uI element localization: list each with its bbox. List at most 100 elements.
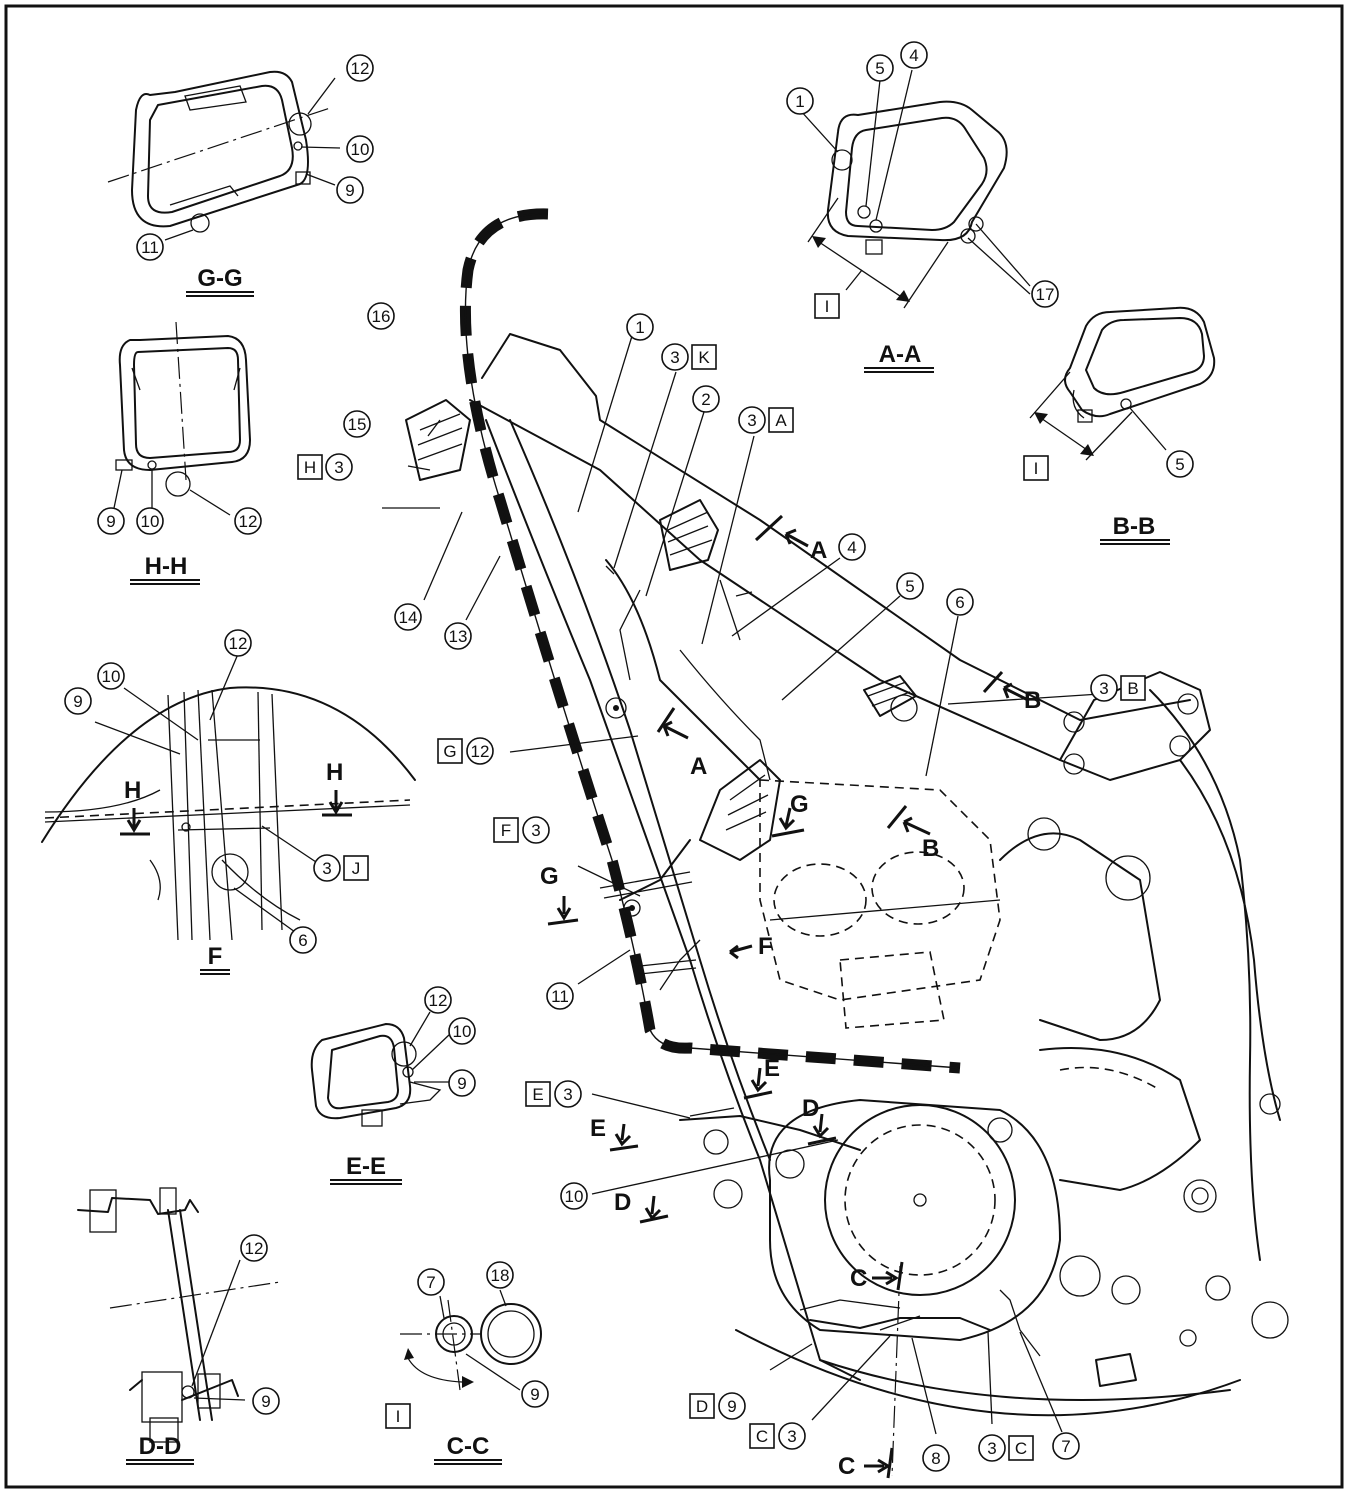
callout-4: 4 <box>909 46 918 65</box>
section-aa-drawing <box>799 69 1031 309</box>
view-letters: A A B B G G F E E D D C C H H <box>124 537 1041 1480</box>
callout-5: 5 <box>875 59 884 78</box>
callout-3: 3 <box>747 411 756 430</box>
callout-9: 9 <box>73 692 82 711</box>
callout-8: 8 <box>931 1449 940 1468</box>
callout-2: 2 <box>701 390 710 409</box>
callout-6: 6 <box>955 593 964 612</box>
callout-10: 10 <box>141 512 160 531</box>
box-label-k: K <box>698 348 710 367</box>
callout-3: 3 <box>322 859 331 878</box>
callout-9: 9 <box>261 1392 270 1411</box>
box-label-b: B <box>1127 679 1138 698</box>
section-bb-drawing <box>1029 306 1216 461</box>
section-title-f: F <box>208 943 223 970</box>
section-hh-drawing <box>113 321 251 516</box>
callout-3: 3 <box>334 458 343 477</box>
section-title-cc: C-C <box>447 1433 490 1460</box>
callouts: 12 10 9 11 9 10 12 12 10 9 3 J 6 12 10 9… <box>64 41 1194 1472</box>
callout-18: 18 <box>491 1266 510 1285</box>
callout-10: 10 <box>453 1022 472 1041</box>
section-title-gg: G-G <box>197 265 242 292</box>
box-label-c: C <box>1015 1439 1027 1458</box>
callout-1: 1 <box>795 92 804 111</box>
callout-3: 3 <box>563 1085 572 1104</box>
callout-10: 10 <box>102 667 121 686</box>
section-f-drawing <box>41 653 416 941</box>
callout-11: 11 <box>141 238 159 257</box>
callout-4: 4 <box>847 538 856 557</box>
outer-border <box>4 4 1344 1489</box>
section-title-bb: B-B <box>1113 513 1156 540</box>
box-label-i: I <box>396 1407 401 1426</box>
section-title-dd: D-D <box>139 1433 182 1460</box>
box-label-f: F <box>501 821 511 840</box>
callout-1: 1 <box>635 318 644 337</box>
view-letter-b1: B <box>1024 687 1041 714</box>
box-label-i: I <box>1034 459 1039 478</box>
box-label-d: D <box>696 1397 708 1416</box>
callout-10: 10 <box>565 1187 584 1206</box>
section-ee-drawing <box>310 1011 451 1127</box>
callout-7: 7 <box>426 1273 435 1292</box>
callout-3: 3 <box>1099 679 1108 698</box>
section-title-aa: A-A <box>879 341 922 368</box>
view-letter-d2: D <box>614 1189 631 1216</box>
box-label-i: I <box>825 297 830 316</box>
section-title-hh: H-H <box>145 553 188 580</box>
main-frame-drawing <box>382 208 1289 1479</box>
view-letter-g1: G <box>790 791 809 818</box>
callout-17: 17 <box>1036 285 1055 304</box>
callout-11: 11 <box>551 987 569 1006</box>
box-label-e: E <box>532 1085 543 1104</box>
callout-12: 12 <box>229 634 248 653</box>
view-letter-e2: E <box>590 1115 606 1142</box>
callout-9: 9 <box>345 181 354 200</box>
callout-12: 12 <box>245 1239 264 1258</box>
section-dd-drawing <box>77 1187 281 1443</box>
callout-9: 9 <box>457 1074 466 1093</box>
section-cc-drawing <box>400 1289 542 1391</box>
callout-16: 16 <box>372 307 391 326</box>
section-title-ee: E-E <box>346 1153 386 1180</box>
callout-3: 3 <box>787 1427 796 1446</box>
view-letter-c2: C <box>838 1453 855 1480</box>
callout-9: 9 <box>530 1385 539 1404</box>
callout-3: 3 <box>531 821 540 840</box>
callout-12: 12 <box>429 991 448 1010</box>
view-letter-h2: H <box>326 759 343 786</box>
section-gg-drawing <box>107 70 341 241</box>
box-label-a: A <box>775 411 787 430</box>
callout-5: 5 <box>905 577 914 596</box>
callout-14: 14 <box>399 608 418 627</box>
callout-9: 9 <box>106 512 115 531</box>
view-letter-d1: D <box>802 1095 819 1122</box>
view-letter-g2: G <box>540 863 559 890</box>
view-letter-f: F <box>758 933 773 960</box>
view-letter-c1: C <box>850 1265 867 1292</box>
callout-12: 12 <box>471 742 490 761</box>
callout-9: 9 <box>727 1397 736 1416</box>
callout-5: 5 <box>1175 455 1184 474</box>
callout-15: 15 <box>348 415 367 434</box>
section-titles: G-G H-H F E-E D-D C-C A-A B-B <box>126 265 1170 1465</box>
box-label-g: G <box>443 742 456 761</box>
callout-12: 12 <box>239 512 258 531</box>
box-label-j: J <box>352 859 361 878</box>
box-label-c: C <box>756 1427 768 1446</box>
callout-3: 3 <box>987 1439 996 1458</box>
callout-10: 10 <box>351 140 370 159</box>
callout-7: 7 <box>1061 1437 1070 1456</box>
callout-12: 12 <box>351 59 370 78</box>
view-letter-b2: B <box>922 835 939 862</box>
view-letter-h1: H <box>124 777 141 804</box>
view-letter-a1: A <box>810 537 827 564</box>
callout-3: 3 <box>670 348 679 367</box>
view-letter-a2: A <box>690 753 707 780</box>
callout-13: 13 <box>449 627 468 646</box>
callout-6: 6 <box>298 931 307 950</box>
box-label-h: H <box>304 458 316 477</box>
view-letter-e1: E <box>764 1055 780 1082</box>
